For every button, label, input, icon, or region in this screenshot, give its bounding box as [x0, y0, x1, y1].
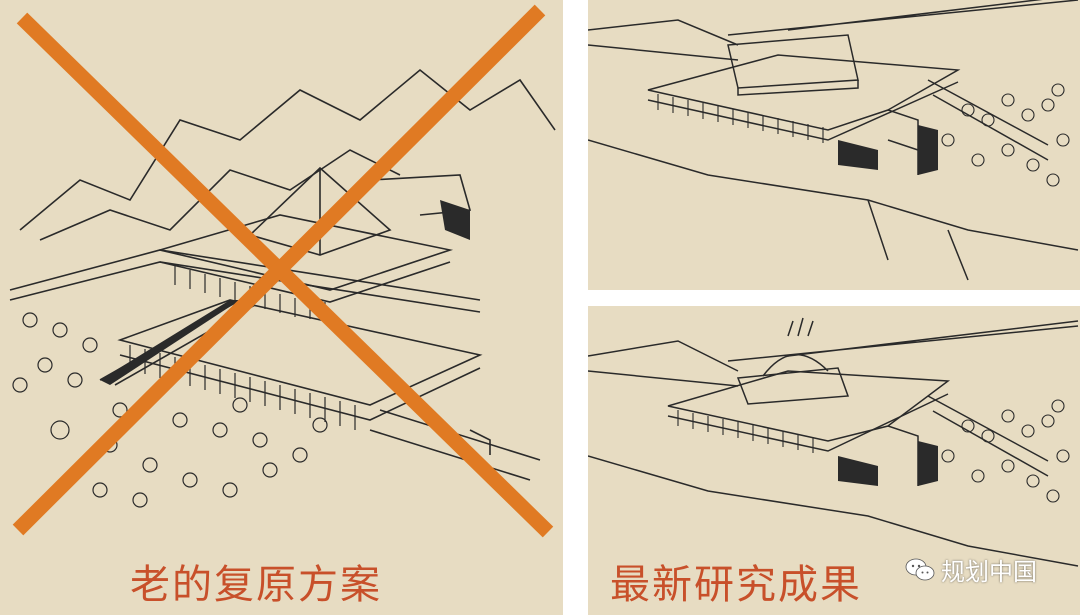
watermark-text: 规划中国 [941, 558, 1037, 586]
old-reconstruction-drawing [9, 4, 556, 538]
cross-line-1 [16, 12, 554, 538]
new-reconstruction-top-panel [588, 0, 1080, 290]
new-reconstruction-drawing-flat [588, 0, 1079, 281]
watermark: 规划中国 [905, 552, 1037, 587]
old-reconstruction-panel [0, 0, 563, 615]
new-reconstruction-drawing-dome [588, 317, 1079, 567]
cross-line-2 [12, 4, 546, 536]
new-reconstruction-bottom-panel [588, 306, 1080, 615]
new-result-caption: 最新研究成果 [610, 562, 862, 608]
old-scheme-caption: 老的复原方案 [130, 562, 382, 608]
wechat-icon [905, 558, 935, 580]
